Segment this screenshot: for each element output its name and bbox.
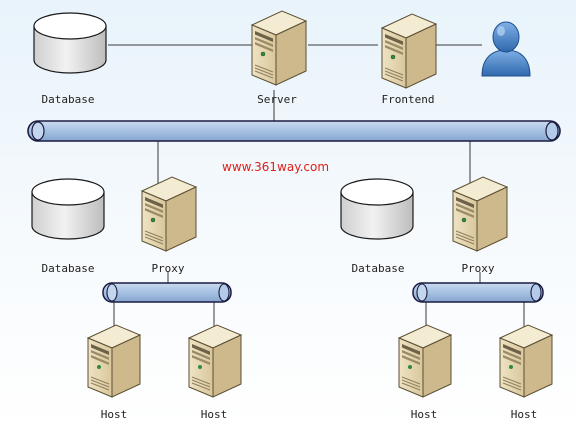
left-proxy-label: Proxy <box>151 262 184 275</box>
left-host1-icon <box>87 324 141 398</box>
top-server-label: Server <box>257 93 297 106</box>
right-host2-icon <box>499 324 553 398</box>
right-sub-bus <box>412 282 544 303</box>
right-proxy-label: Proxy <box>461 262 494 275</box>
right-database-icon <box>340 178 414 240</box>
left-sub-bus <box>102 282 232 303</box>
left-host2-icon <box>188 324 242 398</box>
right-proxy-icon <box>452 176 508 252</box>
connection-lines <box>108 44 525 327</box>
left-proxy-icon <box>141 176 197 252</box>
left-database-icon <box>31 178 105 240</box>
right-host1-label: Host <box>411 408 438 421</box>
right-host1-icon <box>398 324 452 398</box>
right-host2-label: Host <box>511 408 538 421</box>
watermark-text: www.361way.com <box>222 160 329 174</box>
user-icon <box>481 21 531 77</box>
top-database-icon <box>33 12 107 74</box>
main-bus <box>27 120 561 142</box>
right-database-label: Database <box>352 262 405 275</box>
left-host1-label: Host <box>101 408 128 421</box>
frontend-server-icon <box>381 13 437 89</box>
top-server-icon <box>251 10 307 86</box>
left-host2-label: Host <box>201 408 228 421</box>
top-database-label: Database <box>42 93 95 106</box>
frontend-label: Frontend <box>382 93 435 106</box>
left-database-label: Database <box>42 262 95 275</box>
